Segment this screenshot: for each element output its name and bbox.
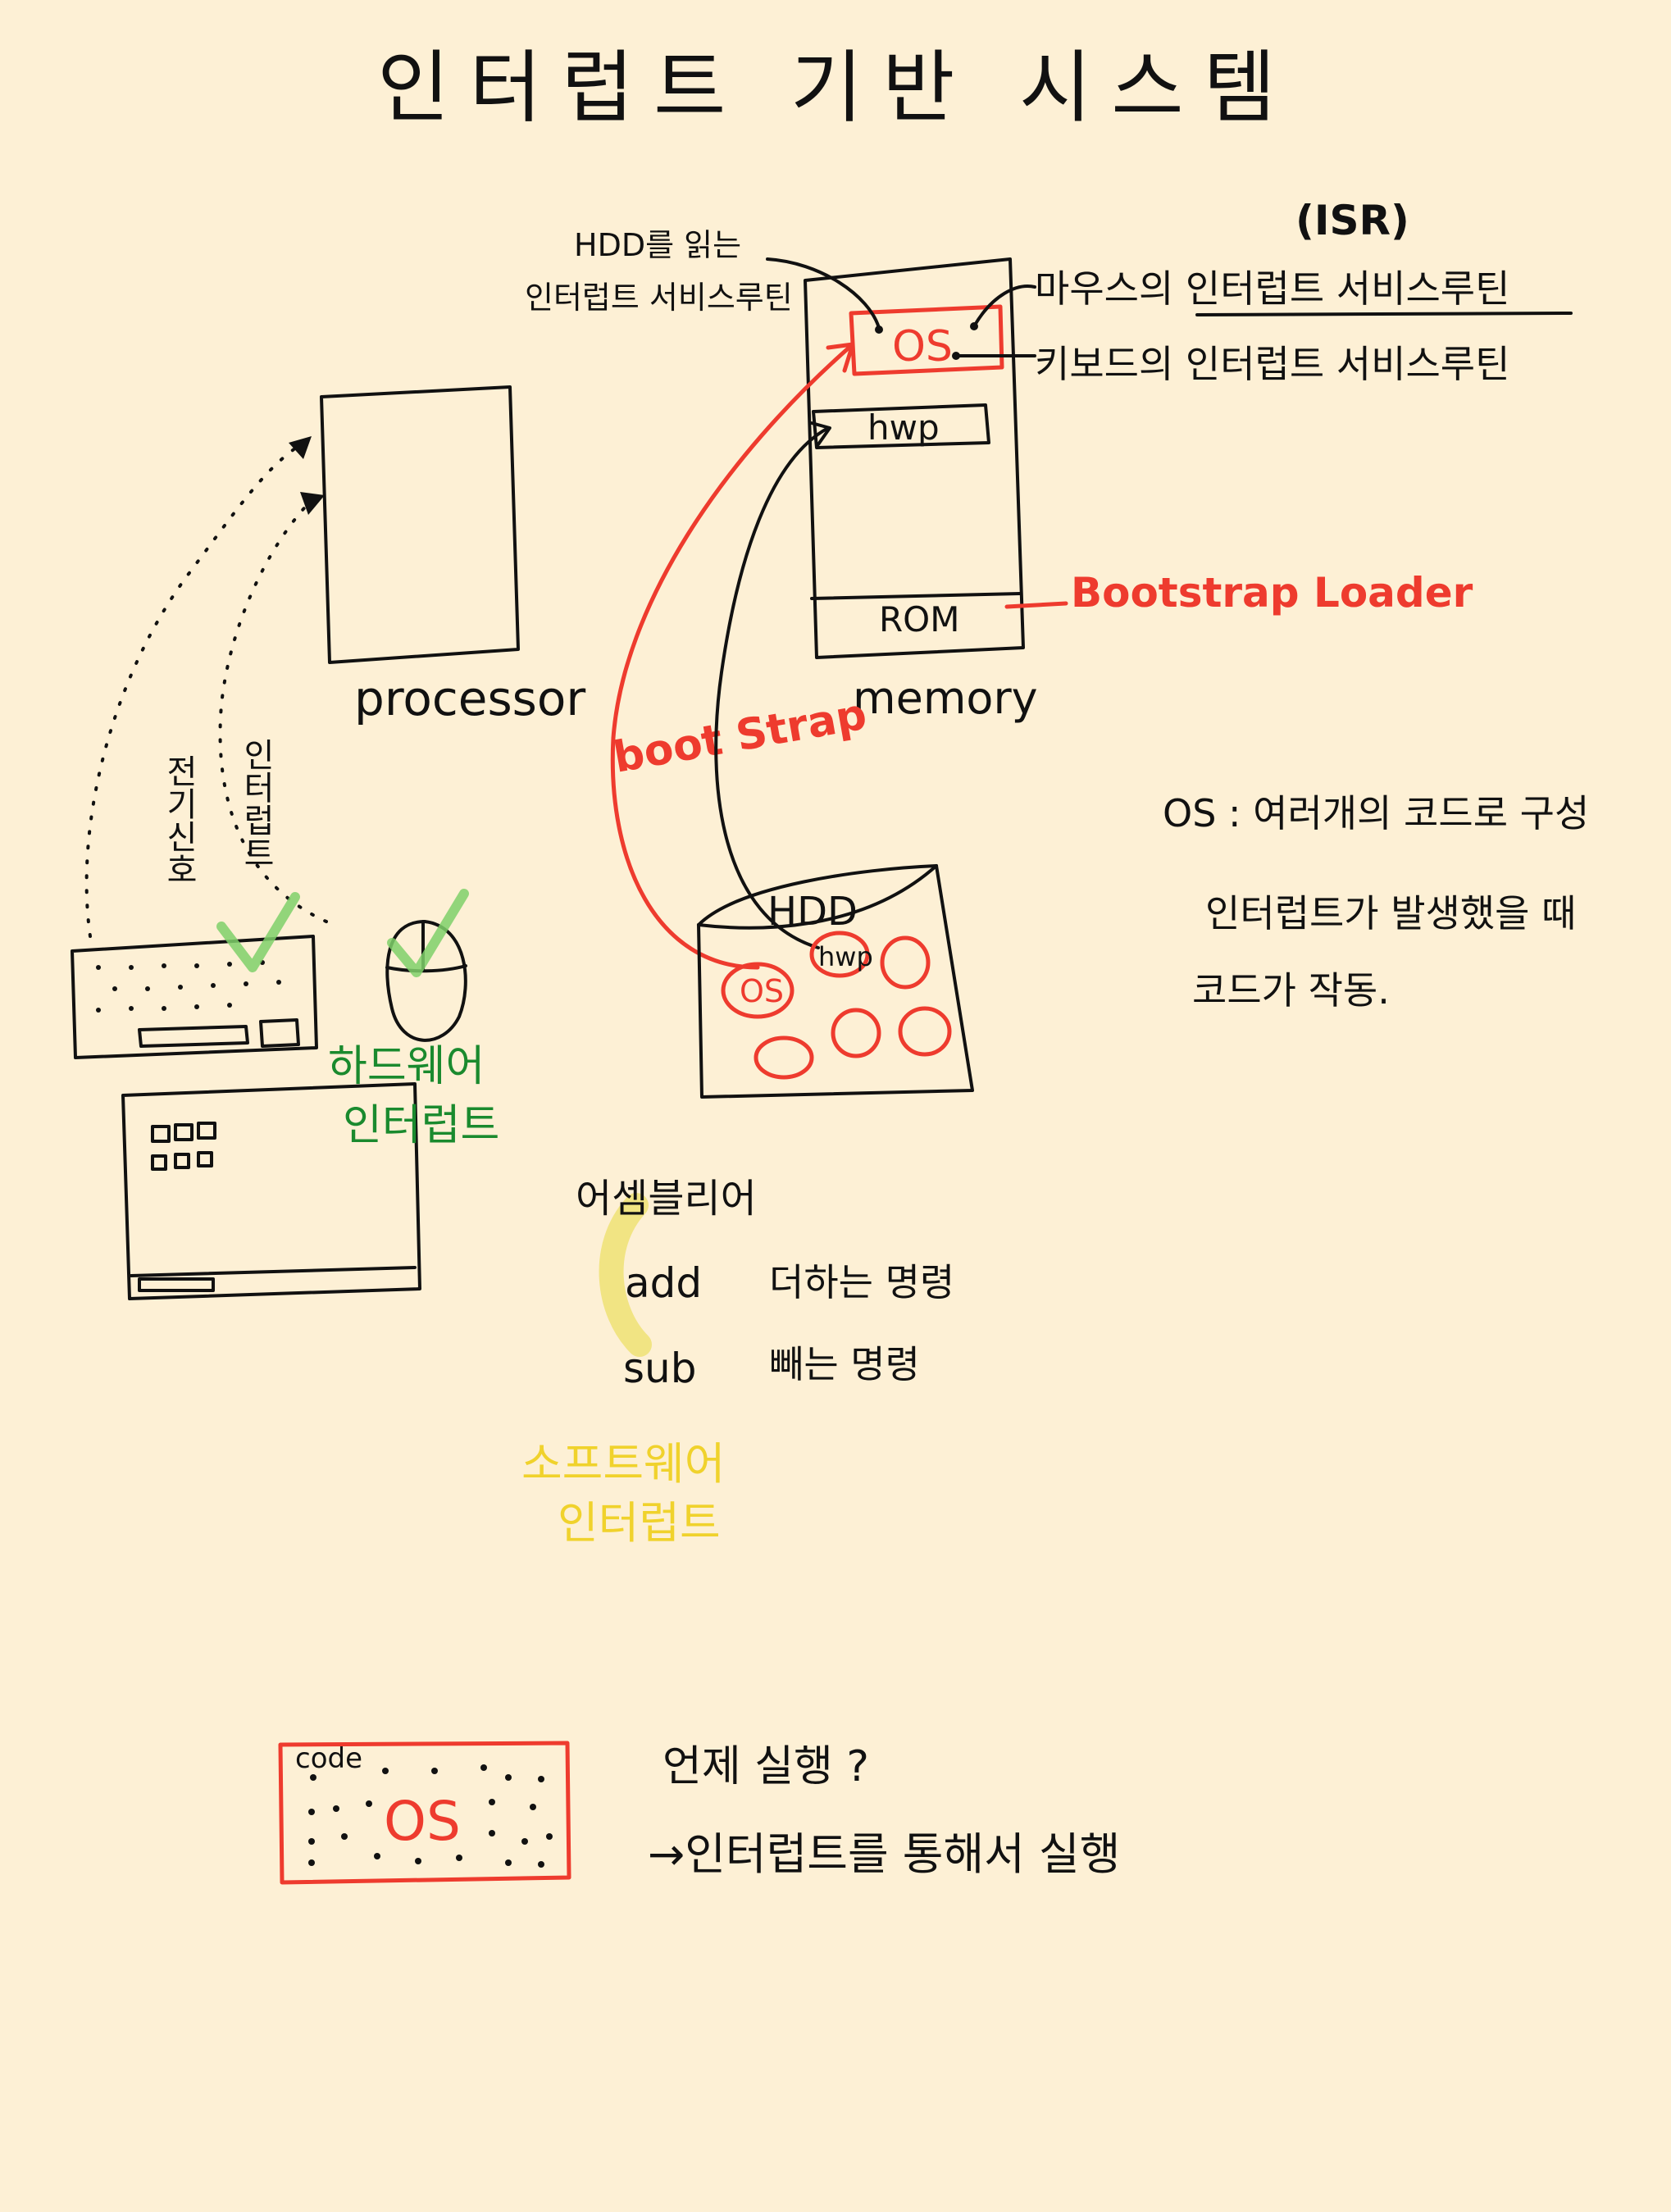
memory-label: memory xyxy=(853,672,1038,724)
hdd-blob xyxy=(754,1035,814,1080)
memory-hwp-label: hwp xyxy=(867,407,940,448)
when-run-answer: →인터럽트를 통해서 실행 xyxy=(648,1828,1120,1880)
code-os-label: OS xyxy=(384,1790,461,1853)
bootstrap-label: boot Strap xyxy=(610,690,871,783)
bootstrap-loader-label: Bootstrap Loader xyxy=(1071,569,1473,617)
hdd-blob xyxy=(898,1006,952,1057)
hdd-hwp-label: hwp xyxy=(818,941,873,972)
bootstrap-arrowhead xyxy=(826,342,855,373)
when-run-question: 언제 실행 ? xyxy=(662,1742,869,1791)
hardware-interrupt-line1: 하드웨어 xyxy=(328,1042,485,1091)
page-title: 인터럽트 기반 시스템 xyxy=(377,42,1295,134)
hdd-os-blob xyxy=(721,962,795,1019)
isr-heading: (ISR) xyxy=(1295,197,1409,244)
hdd-blob xyxy=(831,1008,881,1058)
hdd-cylinder xyxy=(697,864,974,1099)
os-note-line3: 코드가 작동. xyxy=(1192,968,1390,1013)
assembly-desc: 빼는 명령 xyxy=(769,1342,920,1386)
keyboard-isr-label: 키보드의 인터럽트 서비스루틴 xyxy=(1035,342,1509,386)
keyboard-check-icon xyxy=(216,892,300,972)
bootstrap-arrow xyxy=(610,342,855,970)
signal-arrowhead xyxy=(289,436,312,459)
hwp-load-arrowhead xyxy=(810,421,831,446)
hdd-label: HDD xyxy=(767,889,858,935)
hdd-isr-line2: 인터럽트 서비스루틴 xyxy=(525,280,793,316)
assembly-op: sub xyxy=(623,1345,696,1392)
rom-label: ROM xyxy=(879,599,959,639)
mouse-isr-underline xyxy=(1195,312,1573,316)
hdd-isr-line1: HDD를 읽는 xyxy=(574,227,741,263)
hdd-os-label: OS xyxy=(740,973,784,1009)
mouse-isr-label: 마우스의 인터럽트 서비스루틴 xyxy=(1035,266,1509,311)
rom-annotation-line xyxy=(1004,601,1068,609)
mouse-isr-pointer xyxy=(972,284,1036,328)
hdd-hwp-blob xyxy=(809,931,870,978)
processor-label: processor xyxy=(354,671,585,726)
software-interrupt-line2: 인터럽트 xyxy=(558,1497,721,1549)
assembly-op: add xyxy=(625,1259,702,1307)
mouse-check-icon xyxy=(387,889,469,977)
interrupt-dotted-line xyxy=(218,497,328,923)
signal-dotted-line xyxy=(84,438,312,938)
monitor xyxy=(121,1082,421,1300)
hdd-blob xyxy=(880,935,931,990)
memory-os-label: OS xyxy=(892,322,953,371)
mouse xyxy=(385,920,467,1042)
assembly-desc: 더하는 명령 xyxy=(769,1260,954,1304)
os-note-line2: 인터럽트가 발생했을 때 xyxy=(1205,891,1576,935)
code-os-box xyxy=(278,1741,571,1885)
assembly-highlight xyxy=(599,1193,652,1357)
hdd-isr-pointer xyxy=(766,257,881,330)
hardware-interrupt-line2: 인터럽트 xyxy=(343,1101,499,1150)
assembly-heading: 어셈블리어 xyxy=(576,1176,757,1222)
interrupt-signal-label: 인터럽트 xyxy=(237,738,275,869)
software-interrupt-line1: 소프트웨어 xyxy=(521,1438,725,1490)
electric-signal-label: 전기신호 xyxy=(160,754,198,885)
interrupt-arrowhead xyxy=(300,492,325,515)
os-note-line1: OS : 여러개의 코드로 구성 xyxy=(1163,791,1589,835)
processor-box xyxy=(320,385,520,664)
keyboard xyxy=(71,935,318,1059)
memory-box xyxy=(804,257,1025,659)
code-label: code xyxy=(295,1742,362,1775)
